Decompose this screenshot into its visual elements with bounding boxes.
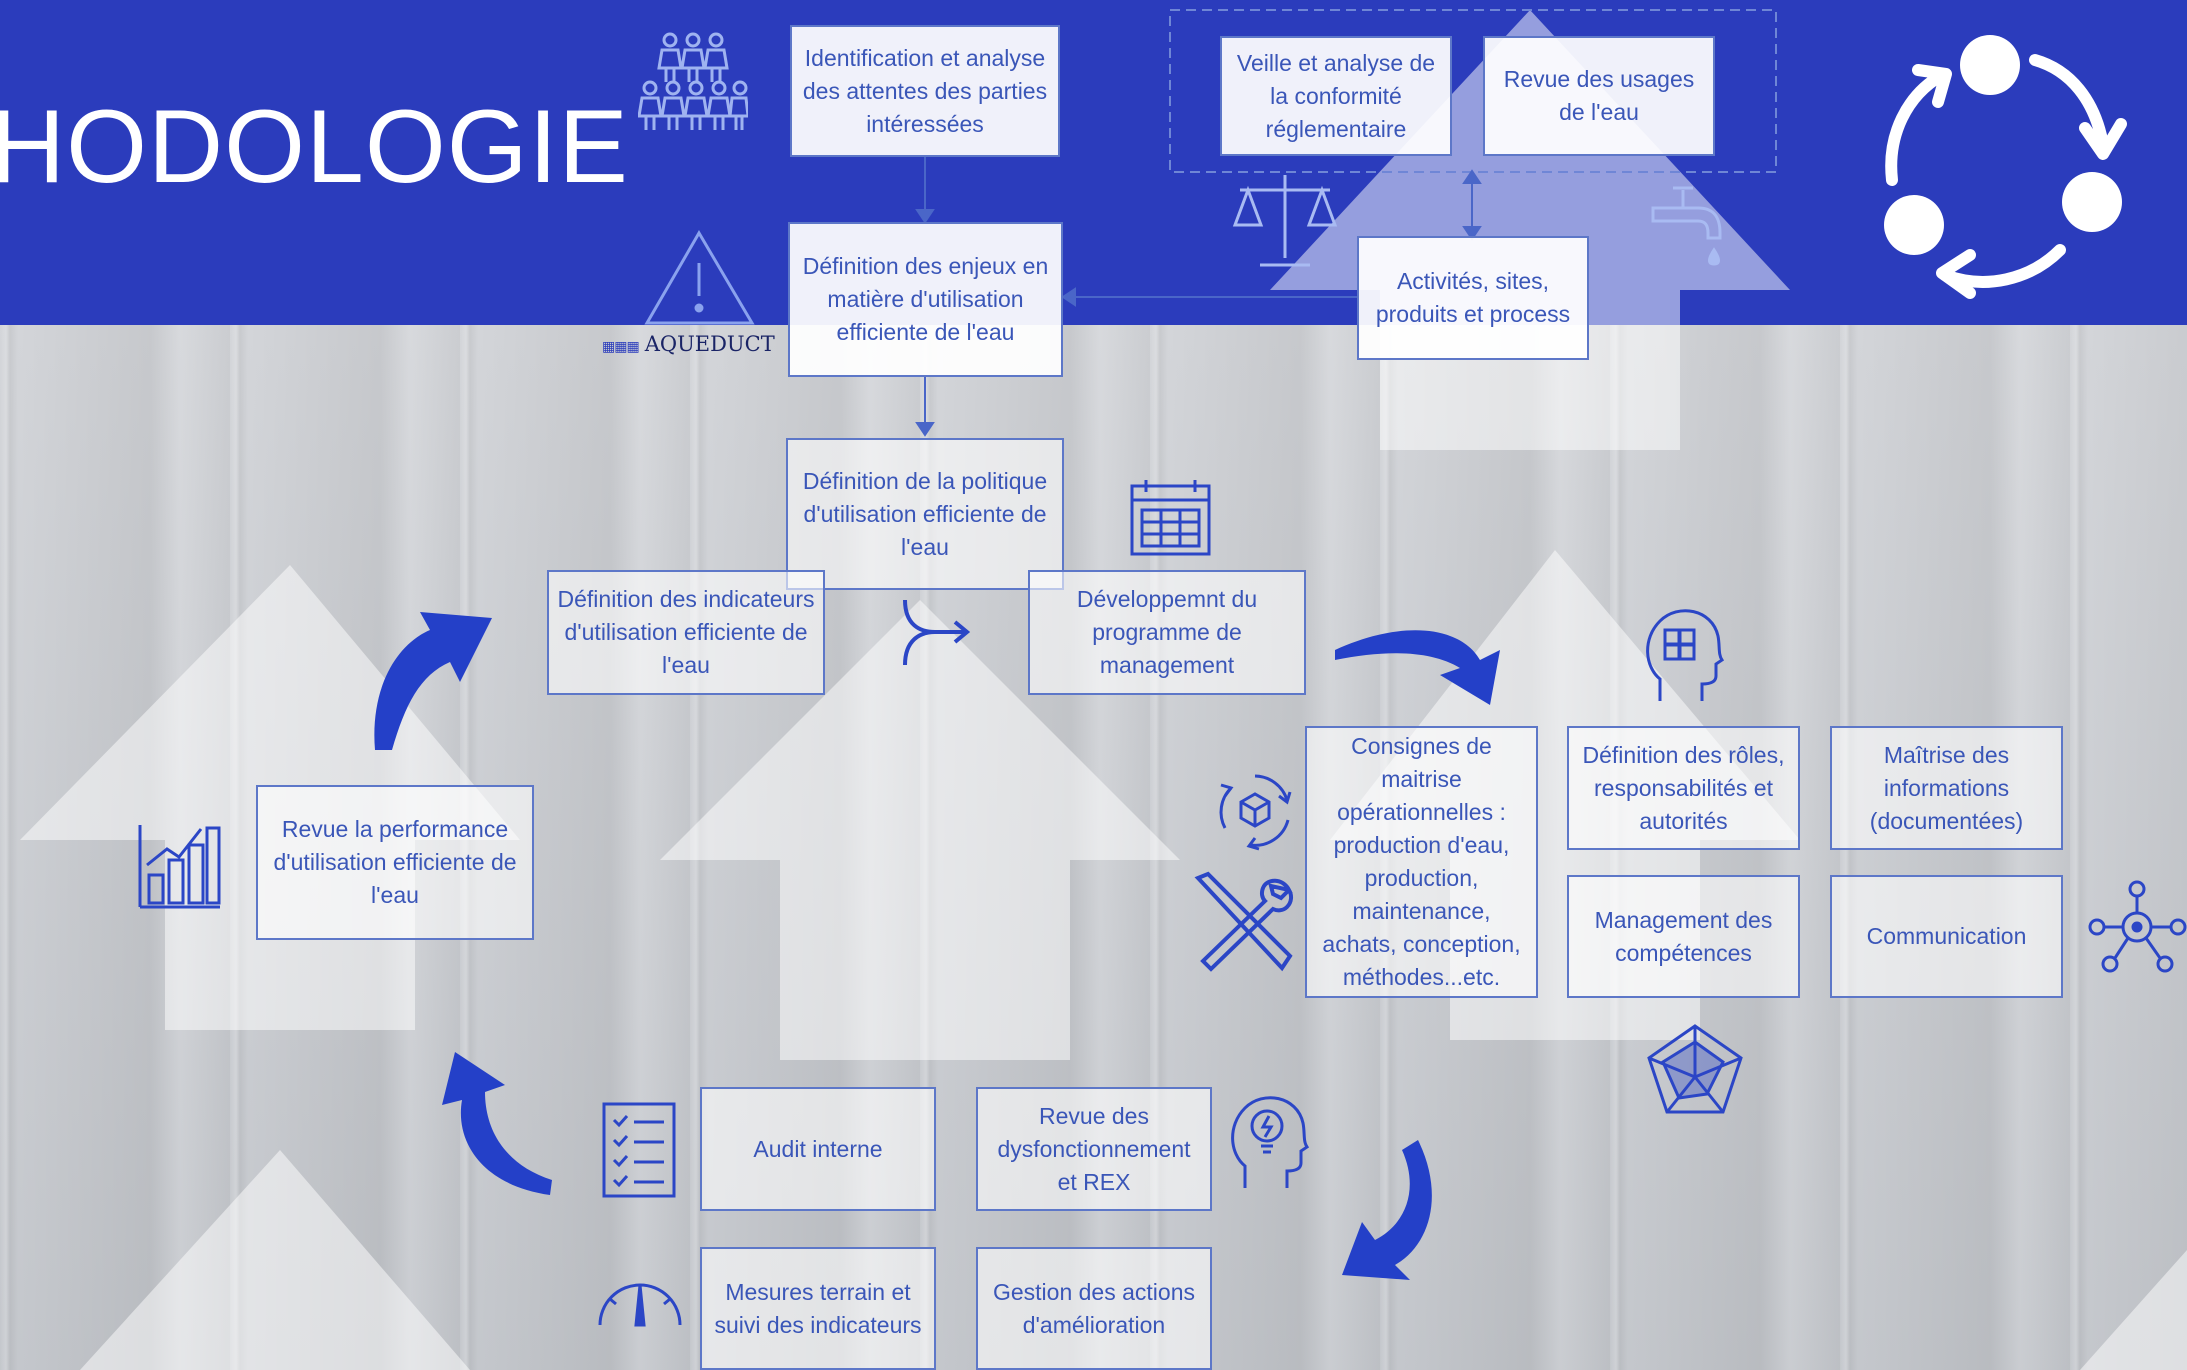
box-politique: Définition de la politique d'utilisation… — [786, 438, 1064, 590]
box-dysfonctionnement-text: Revue des dysfonctionnement et REX — [997, 1102, 1191, 1195]
curved-arrow-up-left-bottom — [442, 1052, 552, 1195]
curved-arrow-right — [1335, 630, 1500, 705]
radar-chart-icon — [1647, 1024, 1743, 1114]
header-banner — [0, 0, 2187, 325]
page-title: HODOLOGIE — [0, 89, 629, 205]
box-audit: Audit interne — [700, 1087, 936, 1211]
scales-icon — [1232, 175, 1338, 267]
box-maitrise-text: Maîtrise des informations (documentées) — [1869, 741, 2024, 834]
box-activites-text: Activités, sites, produits et process — [1375, 268, 1571, 327]
box-roles-text: Définition des rôles, responsabilités et… — [1582, 741, 1785, 834]
stakeholders-icon — [638, 32, 748, 130]
checklist-icon — [602, 1102, 676, 1198]
box-consignes-text: Consignes de maitrise opérationnelles : … — [1322, 733, 1521, 990]
box-competences-text: Management des compétences — [1594, 906, 1773, 966]
brain-puzzle-icon — [1646, 609, 1725, 701]
bar-chart-icon — [138, 825, 221, 909]
box-politique-text: Définition de la politique d'utilisation… — [802, 467, 1048, 560]
box-veille: Veille et analyse de la conformité régle… — [1220, 36, 1452, 156]
aqueduct-logo-icon: ▦▦▦ — [602, 339, 640, 355]
curved-arrow-up-left — [374, 612, 492, 750]
aqueduct-logo-text: AQUEDUCT — [644, 332, 775, 356]
curved-arrow-down — [1342, 1140, 1432, 1280]
idea-head-icon — [1231, 1096, 1310, 1188]
box-enjeux: Définition des enjeux en matière d'utili… — [788, 222, 1063, 377]
aqueduct-logo: ▦▦▦AQUEDUCT — [602, 332, 775, 356]
box-activites: Activités, sites, produits et process — [1357, 236, 1589, 360]
box-audit-text: Audit interne — [753, 1135, 883, 1162]
calendar-icon — [1130, 480, 1211, 556]
box-maitrise: Maîtrise des informations (documentées) — [1830, 726, 2063, 850]
merge-arrow-icon — [903, 599, 971, 666]
box-revue-usages-text: Revue des usages de l'eau — [1503, 66, 1695, 125]
network-icon — [2088, 880, 2187, 973]
box-indicateurs: Définition des indicateurs d'utilisation… — [547, 570, 825, 695]
water-tap-icon — [1651, 186, 1722, 266]
white-arrow-bottom-right — [2080, 1250, 2187, 1370]
box-programme: Développemnt du programme de management — [1028, 570, 1306, 695]
box-gestion-text: Gestion des actions d'amélioration — [992, 1278, 1195, 1338]
box-revue-performance: Revue la performance d'utilisation effic… — [256, 785, 534, 940]
tools-icon — [1194, 871, 1294, 972]
white-arrow-center — [660, 600, 1180, 1060]
box-mesures-text: Mesures terrain et suivi des indicateurs — [714, 1278, 922, 1338]
box-communication: Communication — [1830, 875, 2063, 998]
box-revue-performance-text: Revue la performance d'utilisation effic… — [273, 816, 517, 908]
white-arrow-bottom-left — [80, 1150, 470, 1370]
box-revue-usages: Revue des usages de l'eau — [1483, 36, 1715, 156]
box-programme-text: Développemnt du programme de management — [1076, 586, 1258, 678]
box-communication-text: Communication — [1866, 923, 2027, 949]
box-consignes: Consignes de maitrise opérationnelles : … — [1305, 726, 1538, 998]
box-identification-text: Identification et analyse des attentes d… — [802, 44, 1048, 137]
box-roles: Définition des rôles, responsabilités et… — [1567, 726, 1800, 850]
box-mesures: Mesures terrain et suivi des indicateurs — [700, 1247, 936, 1370]
warning-icon — [644, 230, 755, 325]
box-competences: Management des compétences — [1567, 875, 1800, 998]
box-enjeux-text: Définition des enjeux en matière d'utili… — [802, 253, 1049, 345]
cycle-icon — [1884, 35, 2127, 299]
gauge-icon — [598, 1283, 682, 1327]
box-identification: Identification et analyse des attentes d… — [790, 25, 1060, 157]
box-gestion: Gestion des actions d'amélioration — [976, 1247, 1212, 1370]
box-indicateurs-text: Définition des indicateurs d'utilisation… — [557, 586, 815, 678]
box-dysfonctionnement: Revue des dysfonctionnement et REX — [976, 1087, 1212, 1211]
package-cycle-icon — [1219, 774, 1292, 851]
box-veille-text: Veille et analyse de la conformité régle… — [1236, 49, 1436, 142]
